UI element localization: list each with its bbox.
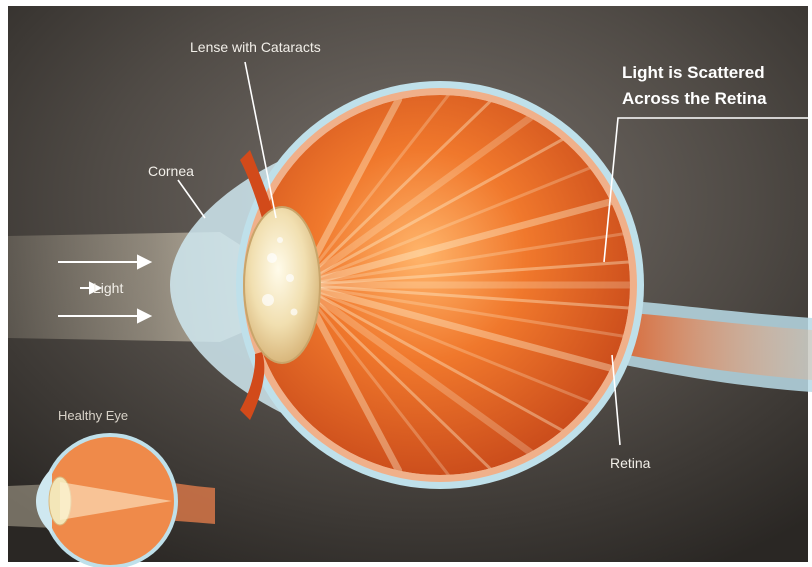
scattered-label-line1: Light is Scattered [622, 63, 765, 82]
cloudy-lens [244, 207, 320, 363]
retina-label: Retina [610, 455, 651, 471]
light-label: Light [93, 280, 123, 296]
cornea-label: Cornea [148, 163, 194, 179]
lens-label: Lense with Cataracts [190, 39, 321, 55]
healthy-eye-label: Healthy Eye [58, 408, 128, 423]
scattered-label-line2: Across the Retina [622, 89, 767, 108]
